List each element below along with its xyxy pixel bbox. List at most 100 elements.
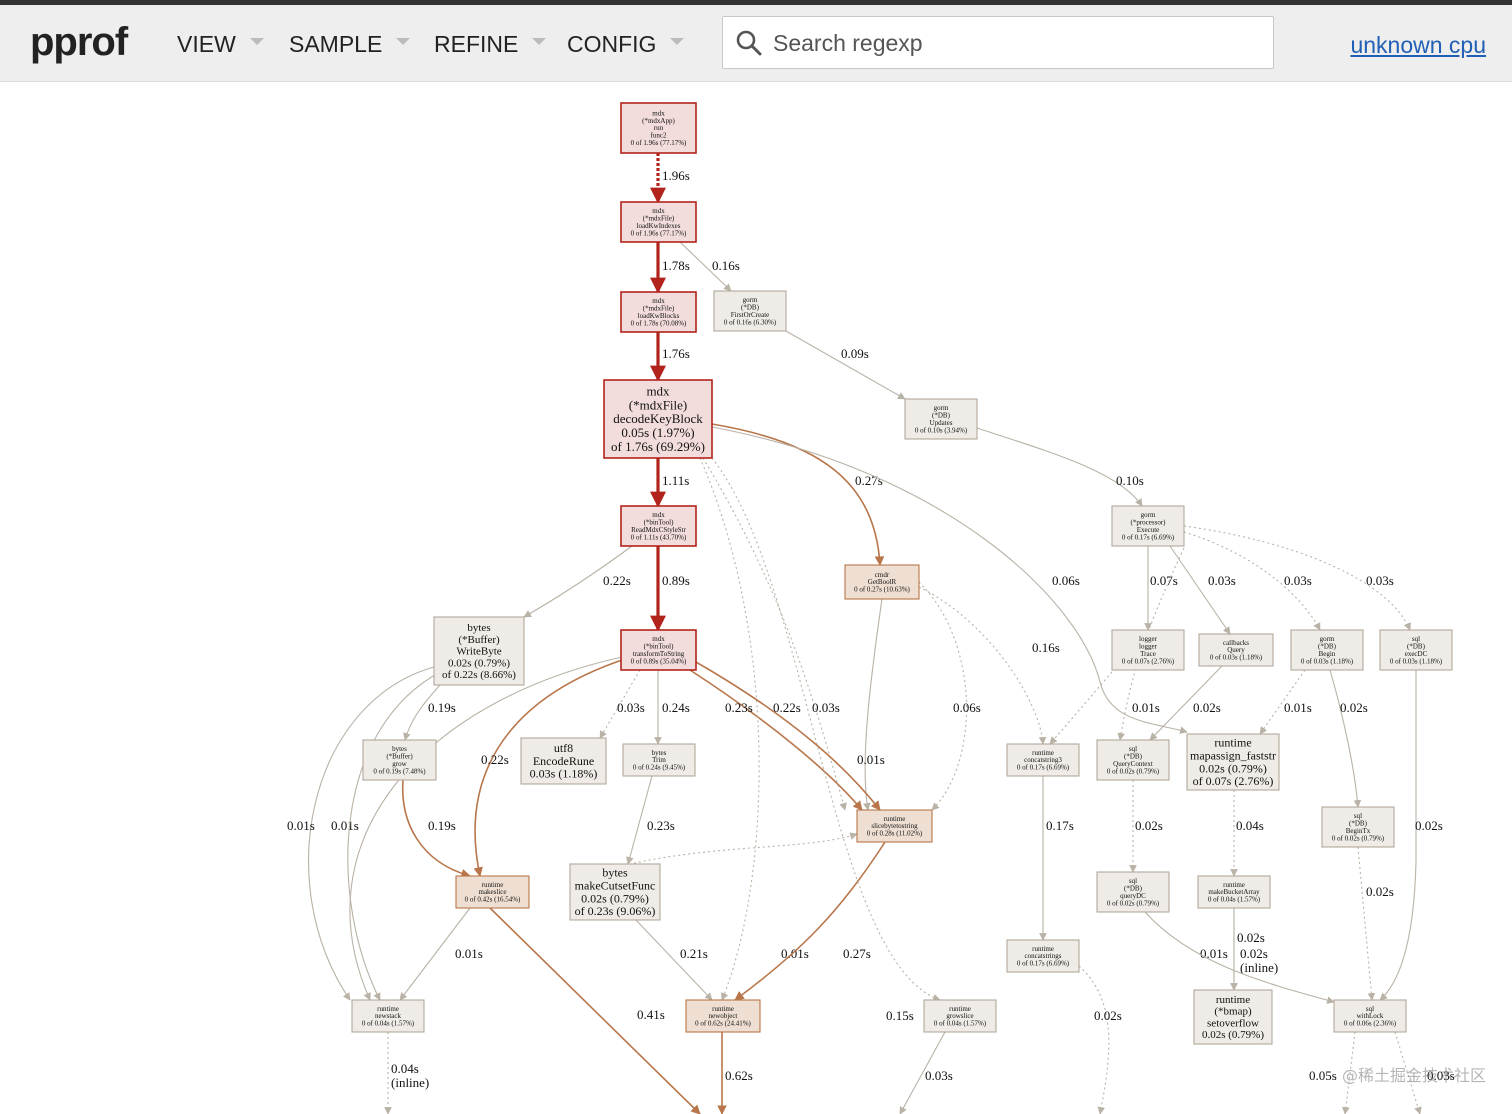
- graph-edge[interactable]: 0.19s: [403, 684, 456, 741]
- graph-edge-line[interactable]: [599, 832, 858, 873]
- search-input[interactable]: [771, 25, 1265, 61]
- graph-node-box[interactable]: [622, 743, 696, 777]
- graph-node-box[interactable]: [1006, 939, 1080, 973]
- graph-edge[interactable]: 0.23s: [689, 669, 863, 811]
- graph-edge-line[interactable]: [347, 671, 441, 1001]
- graph-node-box[interactable]: [1111, 629, 1185, 671]
- graph-edge-line[interactable]: [785, 330, 906, 400]
- graph-node-box[interactable]: [904, 398, 978, 440]
- graph-edge-line[interactable]: [401, 779, 471, 879]
- graph-edge[interactable]: 0.21s: [635, 919, 713, 1001]
- graph-edge[interactable]: 0.06s: [918, 581, 981, 811]
- graph-node-box[interactable]: [923, 999, 997, 1033]
- app-logo[interactable]: pprof: [30, 20, 128, 64]
- graph-edge-line[interactable]: [711, 457, 941, 1002]
- graph-edge-line[interactable]: [349, 656, 623, 1001]
- graph-edge-line[interactable]: [1357, 846, 1376, 1001]
- graph-edge[interactable]: 1.78s: [650, 242, 690, 294]
- graph-edge[interactable]: [347, 671, 441, 1001]
- graph-edge-line[interactable]: [1394, 1031, 1422, 1114]
- graph-edge[interactable]: 0.01s: [399, 907, 483, 1001]
- graph-node-box[interactable]: [856, 809, 933, 843]
- graph-edge[interactable]: 0.27s: [734, 841, 886, 1001]
- graph-edge[interactable]: 0.89s: [650, 546, 690, 632]
- graph-edge[interactable]: 0.01s: [331, 656, 623, 1001]
- graph-edge[interactable]: 0.41s: [489, 907, 701, 1114]
- graph-edge-line[interactable]: [489, 907, 701, 1114]
- graph-node-box[interactable]: [520, 737, 607, 785]
- graph-edge-line[interactable]: [308, 666, 435, 1001]
- graph-edge[interactable]: 0.10s: [976, 427, 1144, 507]
- graph-edge[interactable]: 0.17s: [1039, 776, 1074, 941]
- graph-edge[interactable]: 0.02s: [1149, 665, 1223, 741]
- graph-edge[interactable]: 0.03s: [899, 1031, 953, 1114]
- graph-node-box[interactable]: [620, 629, 697, 671]
- graph-node-box[interactable]: [1379, 629, 1453, 671]
- graph-node-box[interactable]: [1333, 999, 1407, 1033]
- graph-edge[interactable]: 0.03s: [599, 669, 645, 739]
- graph-edge[interactable]: 0.01s: [699, 457, 809, 1001]
- graph-edge-line[interactable]: [1144, 911, 1335, 1004]
- graph-edge-line[interactable]: [599, 669, 641, 739]
- graph-edge[interactable]: 0.02s(inline): [1230, 908, 1278, 991]
- graph-edge[interactable]: 0.02s: [1129, 780, 1163, 873]
- graph-edge[interactable]: 0.02s: [1329, 669, 1368, 808]
- graph-edge[interactable]: 0.02s: [1379, 670, 1443, 1001]
- graph-node-box[interactable]: [1321, 806, 1395, 848]
- graph-edge[interactable]: 0.22s: [523, 545, 633, 618]
- graph-edge-line[interactable]: [679, 241, 732, 292]
- graph-edge-line[interactable]: [473, 659, 623, 877]
- graph-edge-line[interactable]: [523, 545, 633, 618]
- graph-node-box[interactable]: [685, 999, 761, 1033]
- graph-edge[interactable]: 0.09s: [785, 330, 906, 400]
- menu-refine[interactable]: REFINE: [434, 31, 547, 58]
- graph-edge-line[interactable]: [699, 457, 760, 1001]
- graph-node-box[interactable]: [620, 201, 697, 243]
- graph-edge-line[interactable]: [403, 684, 441, 741]
- graph-edge[interactable]: 0.01s: [1259, 669, 1312, 735]
- graph-node-box[interactable]: [1290, 629, 1364, 671]
- graph-edge-line[interactable]: [918, 581, 968, 811]
- menu-config[interactable]: CONFIG: [567, 31, 685, 58]
- graph-edge[interactable]: 0.27s: [711, 423, 885, 566]
- graph-node-box[interactable]: [1111, 505, 1185, 547]
- graph-edge-line[interactable]: [899, 1031, 946, 1114]
- graph-edge[interactable]: 0.62s: [717, 1032, 753, 1114]
- graph-edge-line[interactable]: [689, 669, 863, 811]
- graph-edge-line[interactable]: [711, 426, 1188, 734]
- graph-edge[interactable]: 0.03s: [1183, 531, 1321, 631]
- graph-edge[interactable]: 0.03s: [1169, 545, 1236, 635]
- graph-edge[interactable]: [1117, 547, 1185, 741]
- graph-node-box[interactable]: [433, 616, 525, 686]
- graph-node-box[interactable]: [620, 102, 697, 154]
- menu-sample[interactable]: SAMPLE: [289, 31, 411, 58]
- graph-edge[interactable]: 0.15s: [711, 457, 941, 1023]
- graph-edge[interactable]: 0.03s: [1183, 525, 1411, 631]
- graph-edge-line[interactable]: [734, 841, 886, 1001]
- graph-edge[interactable]: 0.04s(inline): [384, 1032, 429, 1114]
- graph-edge-line[interactable]: [626, 775, 653, 865]
- graph-edge-line[interactable]: [702, 457, 847, 811]
